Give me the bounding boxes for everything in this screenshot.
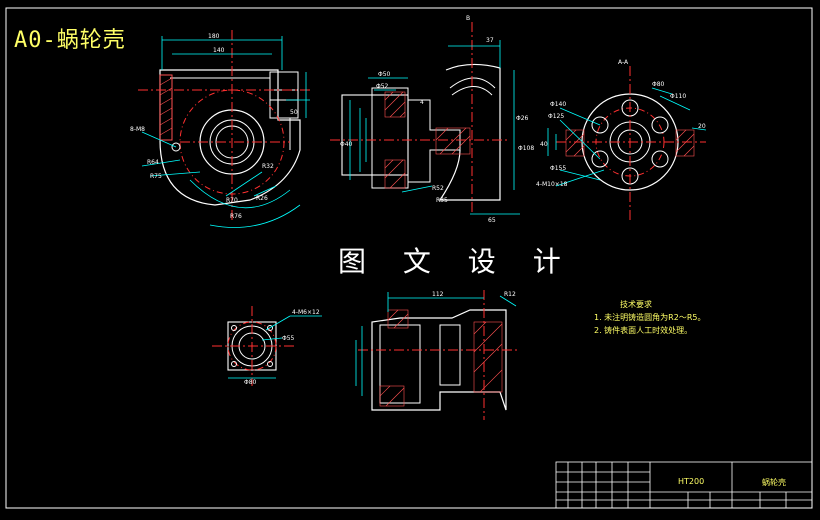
side-section-label: A-A — [618, 59, 629, 66]
title-block — [555, 461, 813, 509]
section-dim-50: Φ50 — [378, 71, 391, 78]
section-dim-4: 4 — [420, 99, 424, 106]
notes-heading: 技术要求 — [620, 300, 652, 309]
side-dim-140: Φ140 — [550, 101, 566, 108]
section-dim-40: Φ40 — [340, 141, 353, 148]
front-dim-140: 140 — [213, 47, 225, 54]
detail-dim-80: Φ80 — [244, 379, 257, 386]
watermark-text: 图 文 设 计 — [338, 245, 575, 278]
front-dim-50: 50 — [290, 109, 298, 116]
section-mark-b: B — [466, 15, 470, 22]
bottom-dim-r12: R12 — [504, 291, 516, 298]
detail-view: 4-M6×12 Φ55 Φ80 — [212, 306, 322, 386]
detail-dim-55: Φ55 — [282, 335, 295, 342]
note-item-1: 1. 未注明铸造圆角为R2～R5。 — [594, 313, 706, 322]
section-dim-26: Φ26 — [516, 115, 529, 122]
section-view: 37 Φ50 Φ52 Φ40 4 R52 R35 Φ26 65 Φ108 B — [330, 15, 534, 224]
section-dim-65: 65 — [488, 217, 496, 224]
side-dim-155: Φ155 — [550, 165, 566, 172]
section-dim-108: Φ108 — [518, 145, 534, 152]
section-dim-r52: R52 — [432, 185, 444, 192]
title-block-part-name: 蜗轮壳 — [762, 478, 786, 487]
title-block-material: HT200 — [678, 477, 705, 486]
front-dim-r64: R64 — [147, 159, 159, 166]
side-dim-20: 20 — [698, 123, 706, 130]
side-dim-110: Φ110 — [670, 93, 686, 100]
front-dim-r26: R26 — [256, 195, 268, 202]
section-dim-52: Φ52 — [376, 83, 389, 90]
side-dim-4m10: 4-M10×18 — [536, 181, 568, 188]
front-dim-8m8: 8-M8 — [130, 126, 145, 133]
note-item-2: 2. 铸件表面人工时效处理。 — [594, 326, 693, 335]
bottom-section-view: 112 R12 — [355, 290, 520, 420]
side-view: A-A Φ125 Φ140 Φ80 Φ110 20 40 Φ155 4-M10×… — [536, 59, 707, 222]
drawing-border — [5, 7, 813, 509]
front-dim-r76: R76 — [230, 213, 242, 220]
front-view: 180 140 50 8-M8 R64 R75 R70 R26 R32 R76 — [130, 30, 312, 228]
side-dim-80: Φ80 — [652, 81, 665, 88]
side-dim-125: Φ125 — [548, 113, 564, 120]
section-dim-r35: R35 — [436, 197, 448, 204]
front-dim-r32: R32 — [262, 163, 274, 170]
detail-dim-4m6: 4-M6×12 — [292, 309, 320, 316]
front-dim-r70: R70 — [226, 197, 238, 204]
technical-requirements: 技术要求 1. 未注明铸造圆角为R2～R5。 2. 铸件表面人工时效处理。 — [594, 298, 705, 337]
front-dim-r75: R75 — [150, 173, 162, 180]
drawing-title: A0-蜗轮壳 — [14, 28, 126, 53]
side-dim-40: 40 — [540, 141, 548, 148]
bottom-dim-112: 112 — [432, 291, 444, 298]
front-dim-180: 180 — [208, 33, 220, 40]
section-dim-37: 37 — [486, 37, 494, 44]
